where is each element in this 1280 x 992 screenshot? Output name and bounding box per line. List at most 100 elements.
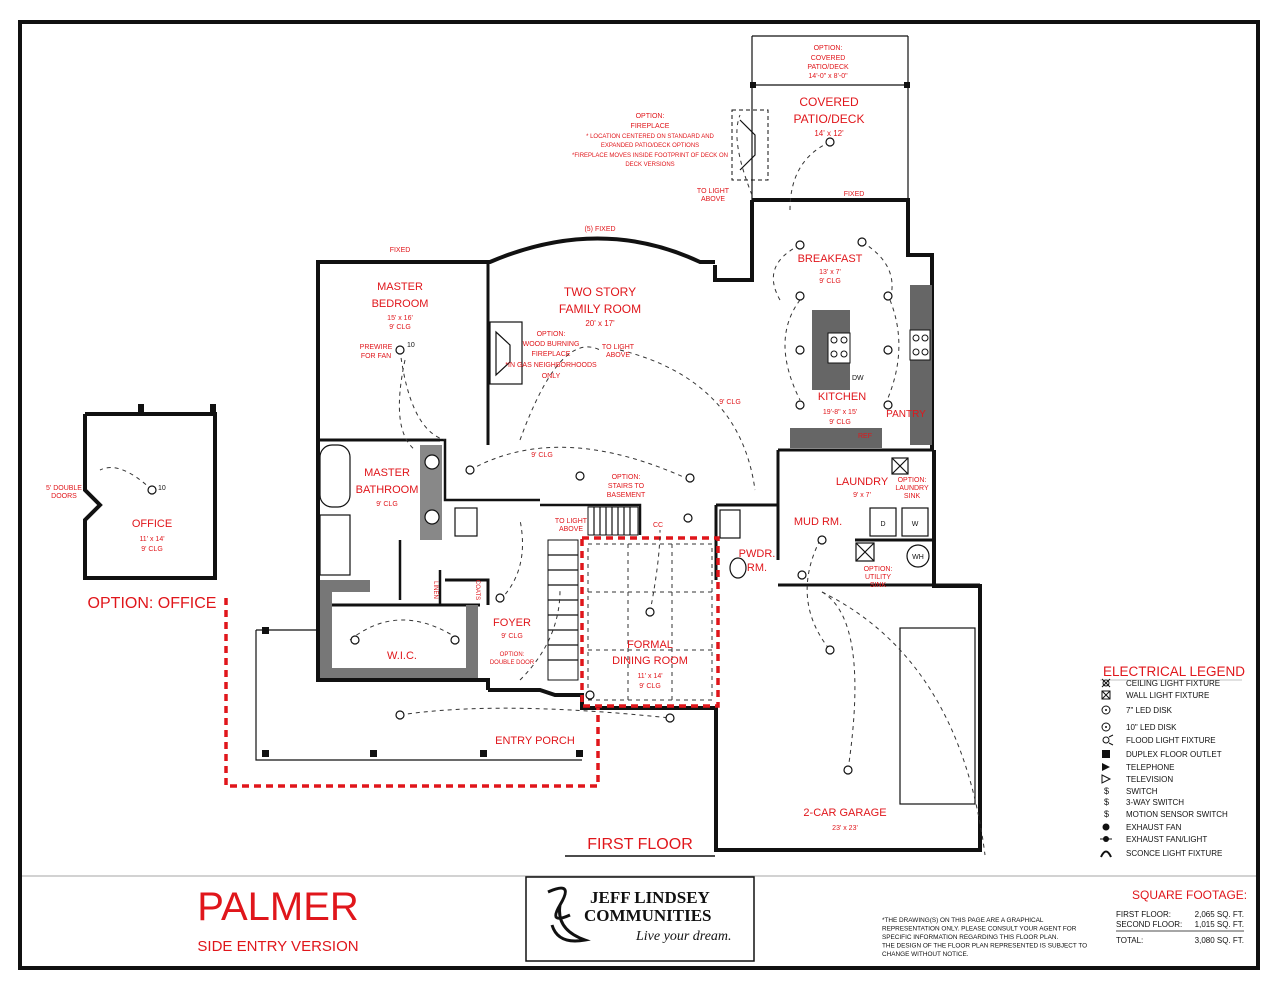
master-bath-l2: BATHROOM	[356, 484, 419, 496]
ceiling-light-icon	[1101, 678, 1111, 688]
sqft-first-label: FIRST FLOOR:	[1116, 910, 1171, 919]
legend-item-label: EXHAUST FAN/LIGHT	[1126, 835, 1207, 844]
to-light-above-1-l2: ABOVE	[701, 196, 725, 203]
pantry-label: PANTRY	[886, 409, 926, 420]
exhaust-fan-icon	[1102, 823, 1110, 831]
to-light-above-3-l2: ABOVE	[559, 526, 583, 533]
disclaimer-line: CHANGE WITHOUT NOTICE.	[882, 951, 969, 958]
prewire-l2: FOR FAN	[361, 353, 391, 360]
family-room-dims: 20' x 17'	[585, 319, 615, 328]
brand-logo-mark	[547, 886, 591, 943]
exhaust-fan-light-icon	[1100, 836, 1112, 842]
stairs-l3: BASEMENT	[607, 492, 646, 499]
covered-patio-l1: COVERED	[799, 95, 859, 109]
office-dims: 11' x 14'	[139, 536, 164, 543]
covered-option-l4: 14'-0" x 8'-0"	[808, 73, 848, 80]
washer-label: W	[912, 521, 919, 528]
master-bath-clg: 9' CLG	[376, 501, 398, 508]
room-labels: OPTION: COVERED PATIO/DECK 14'-0" x 8'-0…	[46, 45, 929, 857]
wic-label: W.I.C.	[387, 650, 417, 662]
disclaimer-line: SPECIFIC INFORMATION REGARDING THIS FLOO…	[882, 934, 1058, 941]
to-light-above-1-l1: TO LIGHT	[697, 188, 730, 195]
fireplace-opt-l2: FIREPLACE	[631, 123, 670, 130]
electrical-wiring	[99, 114, 986, 856]
family-room-l2: FAMILY ROOM	[559, 302, 641, 316]
fixed-master: FIXED	[390, 247, 411, 254]
svg-text:$: $	[1104, 809, 1109, 819]
brand-line1: JEFF LINDSEY	[590, 888, 710, 907]
covered-option-l3: PATIO/DECK	[807, 64, 849, 71]
foyer-clg: 9' CLG	[501, 633, 523, 640]
option-office-label: OPTION: OFFICE	[88, 595, 217, 612]
dining-dims: 11' x 14'	[637, 673, 662, 680]
office-doors-l1: 5' DOUBLE	[46, 485, 82, 492]
clg-hall: 9' CLG	[531, 452, 553, 459]
master-bedroom-clg: 9' CLG	[389, 324, 411, 331]
office-clg: 9' CLG	[141, 546, 163, 553]
sqft-total-value: 3,080 SQ. FT.	[1195, 936, 1244, 945]
legend-item-label: WALL LIGHT FIXTURE	[1126, 691, 1209, 700]
office-option-outline	[224, 598, 600, 788]
wic-shelving	[320, 580, 478, 678]
first-floor-label: FIRST FLOOR	[587, 836, 693, 853]
wood-opt-l5: ONLY	[542, 373, 561, 380]
fireplace	[489, 109, 769, 385]
sqft-title: SQUARE FOOTAGE:	[1132, 888, 1247, 902]
entry-porch	[255, 627, 583, 761]
brand-tagline: Live your dream.	[635, 929, 732, 944]
laundry-opt-l2: LAUNDRY	[895, 485, 929, 492]
foyer-opt-l2: DOUBLE DOOR	[490, 660, 535, 666]
sqft-first-value: 2,065 SQ. FT.	[1195, 910, 1244, 919]
mud-room-label: MUD RM.	[794, 516, 842, 528]
cc-label: CC	[653, 522, 663, 529]
stairs-l1: OPTION:	[612, 474, 641, 481]
laundry-opt-l1: OPTION:	[898, 477, 927, 484]
sheet-border	[18, 20, 1260, 970]
dining-l1: FORMAL	[627, 639, 673, 651]
garage-name: 2-CAR GARAGE	[803, 807, 886, 819]
covered-patio-dims: 14' x 12'	[814, 129, 844, 138]
switch-icon: $	[1104, 786, 1109, 796]
utility-l3: SINK	[870, 582, 887, 589]
svg-text:$: $	[1104, 797, 1109, 807]
legend-item-label: TELEPHONE	[1126, 763, 1174, 772]
breakfast-name: BREAKFAST	[798, 253, 863, 265]
laundry-dims: 9' x 7'	[853, 492, 871, 499]
linen-label: LINEN	[432, 581, 438, 599]
foyer-opt-l1: OPTION:	[500, 652, 525, 658]
prewire-num: 10	[407, 342, 415, 349]
three-way-switch-icon: $	[1104, 797, 1109, 807]
garage-car-outline	[899, 627, 976, 805]
stairs	[547, 506, 639, 681]
legend-item-label: SCONCE LIGHT FIXTURE	[1126, 849, 1222, 858]
disclaimer-line: REPRESENTATION ONLY. PLEASE CONSULT YOUR…	[882, 926, 1077, 933]
master-bedroom-dims: 15' x 16'	[387, 315, 413, 322]
office-name: OFFICE	[132, 518, 172, 530]
laundry-opt-l3: SINK	[904, 493, 921, 500]
legend-item-label: 10" LED DISK	[1126, 723, 1177, 732]
covered-option-l1: OPTION:	[814, 45, 843, 52]
kitchen-name: KITCHEN	[818, 391, 866, 403]
legend-item-label: 7" LED DISK	[1126, 706, 1173, 715]
legend-title: ELECTRICAL LEGEND	[1103, 664, 1245, 679]
fireplace-opt-l6: DECK VERSIONS	[625, 162, 674, 168]
legend-item-label: FLOOD LIGHT FIXTURE	[1126, 736, 1216, 745]
sqft-second-value: 1,015 SQ. FT.	[1195, 920, 1244, 929]
disclaimer: *THE DRAWING(S) ON THIS PAGE ARE A GRAPH…	[882, 917, 1087, 958]
fixed-five: (5) FIXED	[584, 226, 615, 233]
legend-item-label: SWITCH	[1126, 787, 1158, 796]
brand-line2: COMMUNITIES	[584, 906, 712, 925]
master-bedroom-l2: BEDROOM	[372, 298, 429, 310]
wood-opt-l4: *IN GAS NEIGHBORHOODS	[505, 362, 597, 369]
footer: PALMER SIDE ENTRY VERSION JEFF LINDSEY C…	[197, 876, 1247, 962]
brand-box	[525, 876, 755, 962]
dining-option-outline	[580, 536, 720, 708]
family-room-l1: TWO STORY	[564, 285, 636, 299]
master-bedroom-l1: MASTER	[377, 281, 423, 293]
disclaimer-line: THE DESIGN OF THE FLOOR PLAN REPRESENTED…	[882, 943, 1087, 950]
flood-light-icon	[1102, 734, 1114, 746]
model-version: SIDE ENTRY VERSION	[197, 938, 358, 955]
office-num: 10	[158, 485, 166, 492]
legend-item-label: EXHAUST FAN	[1126, 823, 1182, 832]
